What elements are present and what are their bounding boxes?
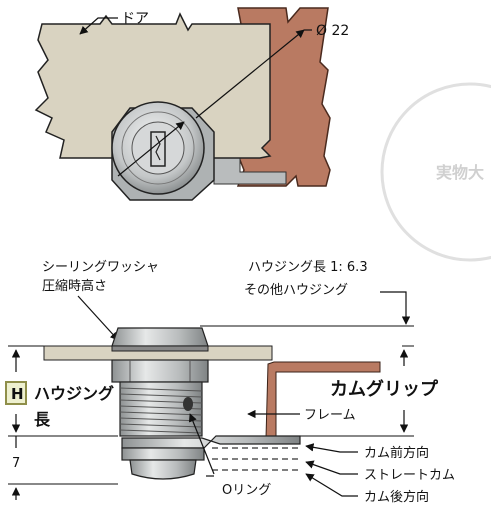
straight-cam <box>121 435 301 449</box>
diameter-label: Ø 22 <box>316 23 349 39</box>
sealing-washer-sub-label: 圧縮時高さ <box>42 278 107 294</box>
housing-length-h-sub-label: 長 <box>34 410 51 429</box>
housing-length-h-label: ハウジング <box>34 384 114 403</box>
cam-backward-label: カム後方向 <box>364 489 429 505</box>
straight-cam-label: ストレートカム <box>364 468 455 483</box>
hex-nut <box>111 359 209 383</box>
actual-size-label: 実物大 <box>436 163 484 182</box>
cam-screw <box>129 459 197 480</box>
frame-label: フレーム <box>304 408 356 423</box>
housing-length-label: ハウジング長 1: 6.3 <box>248 260 368 275</box>
door-leader <box>79 17 118 35</box>
housing-length-sub-label: その他ハウジング <box>244 283 348 298</box>
o-ring <box>183 397 193 411</box>
top-view: ドア Ø 22 <box>34 7 349 201</box>
lock-head <box>111 327 209 347</box>
sealing-washer <box>111 345 209 352</box>
sealing-washer-label: シーリングワッシャ <box>42 260 159 275</box>
h-dimension-letter: H <box>11 385 24 403</box>
cam-forward-label: カム前方向 <box>364 445 429 461</box>
frame-bend <box>265 361 381 439</box>
side-view: シーリングワッシャ 圧縮時高さ ハウジング長 1: 6.3 その他ハウジング H… <box>5 260 455 505</box>
cam-grip-label: カムグリップ <box>330 378 439 400</box>
h-dimension-box <box>5 381 27 405</box>
dim-seven-label: 7 <box>12 456 20 471</box>
diameter-leader <box>195 29 305 119</box>
o-ring-label: Oリング <box>222 483 271 498</box>
door-label: ドア <box>121 11 149 27</box>
actual-size-stamp: 実物大 <box>380 82 491 262</box>
door-panel <box>34 12 272 159</box>
